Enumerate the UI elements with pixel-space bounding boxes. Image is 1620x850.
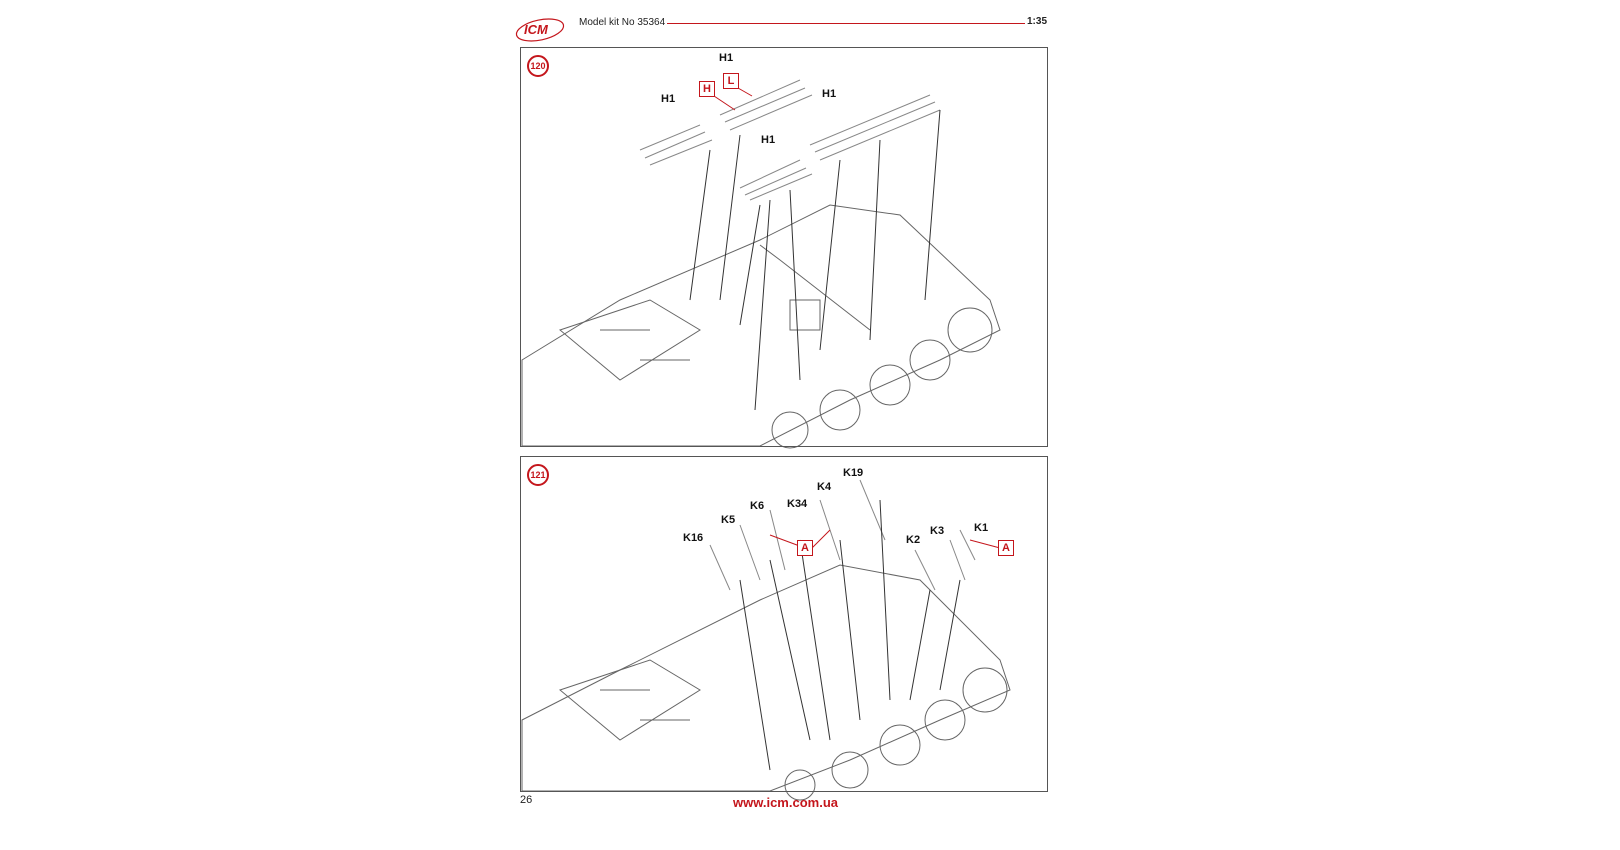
part-label: K5 — [721, 514, 736, 526]
part-label: K2 — [906, 534, 921, 546]
icm-logo: ICM — [514, 16, 566, 44]
part-label: K16 — [683, 532, 704, 544]
step-number: 120 — [527, 55, 549, 77]
part-label: K6 — [750, 500, 765, 512]
part-label: H1 — [822, 88, 837, 100]
model-kit-number: Model kit No 35364 — [579, 17, 666, 28]
part-label: K4 — [817, 481, 832, 493]
page-number: 26 — [520, 794, 533, 806]
svg-text:ICM: ICM — [524, 22, 549, 37]
step-number: 121 — [527, 464, 549, 486]
part-label: K19 — [843, 467, 864, 479]
part-label: K1 — [974, 522, 989, 534]
marker-box: H — [699, 81, 715, 97]
header-rule — [667, 23, 1025, 24]
step-120-panel — [520, 47, 1048, 447]
website-link[interactable]: www.icm.com.ua — [733, 795, 838, 810]
step-121-panel — [520, 456, 1048, 792]
part-label: H1 — [719, 52, 734, 64]
part-label: K3 — [930, 525, 945, 537]
part-label: H1 — [661, 93, 676, 105]
scale-label: 1:35 — [1027, 16, 1048, 27]
part-label: K34 — [787, 498, 808, 510]
part-label: H1 — [761, 134, 776, 146]
marker-box: A — [998, 540, 1014, 556]
marker-box: L — [723, 73, 739, 89]
marker-box: A — [797, 540, 813, 556]
